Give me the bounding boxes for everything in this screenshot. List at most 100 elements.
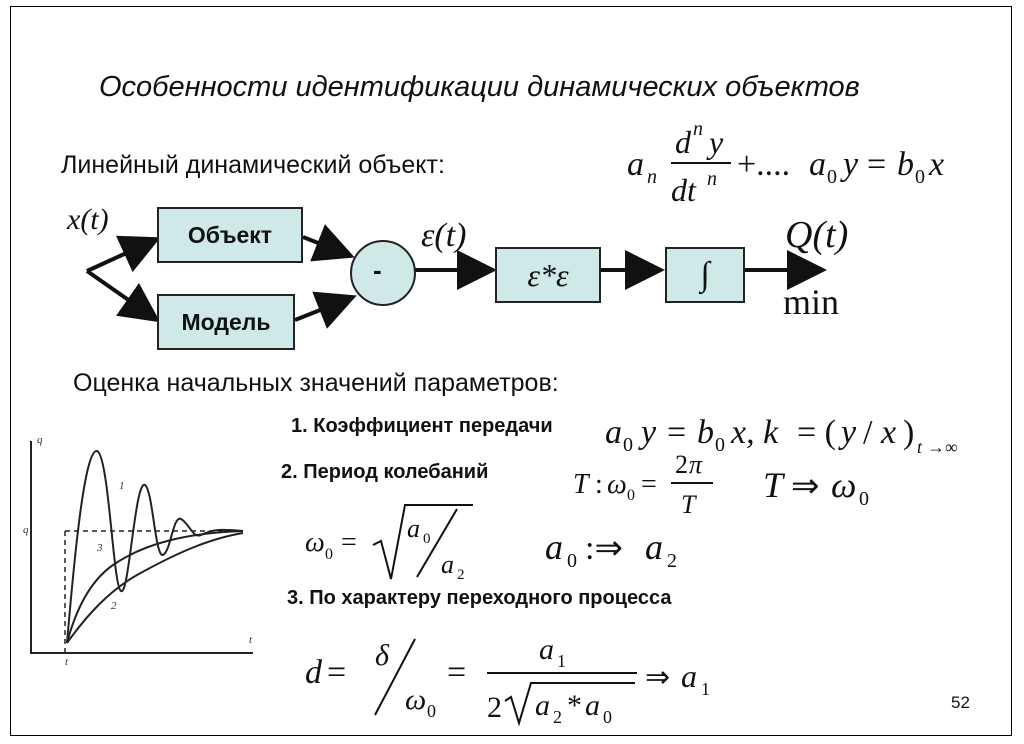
svg-text:a: a xyxy=(627,146,644,183)
svg-text:0: 0 xyxy=(827,166,837,188)
svg-text:n: n xyxy=(707,168,717,190)
svg-text:y: y xyxy=(638,414,657,451)
svg-text:q: q xyxy=(23,524,29,536)
svg-text:0: 0 xyxy=(623,434,633,456)
svg-text:0: 0 xyxy=(627,487,635,504)
svg-text:=: = xyxy=(667,414,686,451)
svg-text:δ: δ xyxy=(375,639,390,672)
svg-text:=: = xyxy=(447,654,466,691)
arrow-object-to-sum xyxy=(302,224,355,262)
svg-text:a: a xyxy=(535,689,550,722)
model-block: Модель xyxy=(157,294,295,350)
svg-text:ω: ω xyxy=(305,527,325,558)
svg-text:1: 1 xyxy=(119,480,125,492)
svg-text:=: = xyxy=(327,654,346,691)
svg-text:/: / xyxy=(863,414,873,451)
svg-text:→∞: →∞ xyxy=(927,437,958,457)
arrow-to-model xyxy=(85,269,161,323)
svg-text:y: y xyxy=(838,414,857,451)
svg-text:=: = xyxy=(867,146,886,183)
output-signal-label: Q(t) xyxy=(785,214,849,256)
svg-text:a: a xyxy=(645,527,663,567)
curve-2 xyxy=(66,532,244,644)
svg-text:ω: ω xyxy=(607,469,627,500)
arrow-to-object xyxy=(86,235,161,273)
svg-text:y: y xyxy=(706,124,724,160)
svg-text:b: b xyxy=(697,414,714,451)
svg-text:d: d xyxy=(675,124,692,160)
svg-text:n: n xyxy=(647,166,657,188)
svg-text:d: d xyxy=(305,654,323,691)
svg-text:2: 2 xyxy=(487,691,502,724)
svg-text:x: x xyxy=(880,414,896,451)
block-diagram xyxy=(85,224,827,329)
svg-text:2: 2 xyxy=(675,450,688,479)
sketch-axes xyxy=(30,441,253,654)
svg-text:ω: ω xyxy=(831,465,856,505)
square-block: ε*ε xyxy=(495,247,601,303)
svg-text:0: 0 xyxy=(325,546,333,563)
curve-1 xyxy=(66,450,244,644)
svg-text:a: a xyxy=(545,527,563,567)
svg-text:2: 2 xyxy=(667,550,677,572)
svg-text::⇒: :⇒ xyxy=(585,530,623,567)
input-signal-label: x(t) xyxy=(67,203,109,236)
svg-text:t: t xyxy=(65,656,69,668)
svg-text:a: a xyxy=(681,658,697,694)
svg-text:a: a xyxy=(441,550,454,579)
slide: Особенности идентификации динамических о… xyxy=(10,6,1012,736)
arrow-model-to-sum xyxy=(294,291,357,329)
item-3-label: 3. По характеру переходного процесса xyxy=(287,587,672,609)
svg-text:b: b xyxy=(897,146,914,183)
svg-text:a: a xyxy=(585,689,600,722)
svg-text:q: q xyxy=(37,434,43,446)
svg-text:π: π xyxy=(689,450,703,479)
svg-text:x, k: x, k xyxy=(730,414,779,451)
svg-text:a: a xyxy=(809,146,826,183)
svg-text:1: 1 xyxy=(701,679,710,699)
svg-text:): ) xyxy=(903,414,914,451)
svg-text:⇒: ⇒ xyxy=(645,661,670,694)
svg-text:+....: +.... xyxy=(737,146,790,183)
svg-text:2: 2 xyxy=(553,707,562,727)
svg-text:a: a xyxy=(407,514,420,543)
item-2-label: 2. Период колебаний xyxy=(281,461,489,483)
svg-text:*: * xyxy=(567,689,582,722)
integral-block: ∫ xyxy=(665,247,745,303)
svg-text:t: t xyxy=(249,634,253,646)
svg-text:=: = xyxy=(341,527,357,558)
linear-object-label: Линейный динамический объект: xyxy=(61,151,445,179)
svg-text:T: T xyxy=(573,469,591,500)
svg-text:a: a xyxy=(605,414,622,451)
svg-text:= (: = ( xyxy=(797,414,836,451)
svg-text:0: 0 xyxy=(567,550,577,572)
svg-text:dt: dt xyxy=(671,172,697,208)
page-number: 52 xyxy=(951,693,970,712)
svg-text:n: n xyxy=(693,118,703,140)
svg-text:t: t xyxy=(917,437,923,457)
subtractor-circle xyxy=(350,240,416,306)
svg-text:T: T xyxy=(681,490,697,519)
svg-text:2: 2 xyxy=(457,567,465,583)
ode-equation: a n d n y dt n +.... a 0 y = b 0 x xyxy=(627,118,944,208)
svg-text:0: 0 xyxy=(915,166,925,188)
svg-text:0: 0 xyxy=(603,707,612,727)
svg-text:0: 0 xyxy=(423,531,431,547)
output-goal-label: min xyxy=(783,282,840,322)
svg-text:ω: ω xyxy=(405,683,426,716)
estimation-label: Оценка начальных значений параметров: xyxy=(73,369,559,397)
svg-text:T: T xyxy=(763,465,786,505)
svg-text:x: x xyxy=(928,146,944,183)
slide-title: Особенности идентификации динамических о… xyxy=(99,71,860,103)
svg-text:0: 0 xyxy=(859,488,869,510)
svg-text:0: 0 xyxy=(427,701,436,721)
svg-text:a: a xyxy=(539,633,554,666)
svg-text:⇒: ⇒ xyxy=(791,468,820,505)
svg-text:=: = xyxy=(641,469,657,500)
item-1-label: 1. Коэффициент передачи xyxy=(291,415,553,437)
svg-text::: : xyxy=(595,469,603,500)
